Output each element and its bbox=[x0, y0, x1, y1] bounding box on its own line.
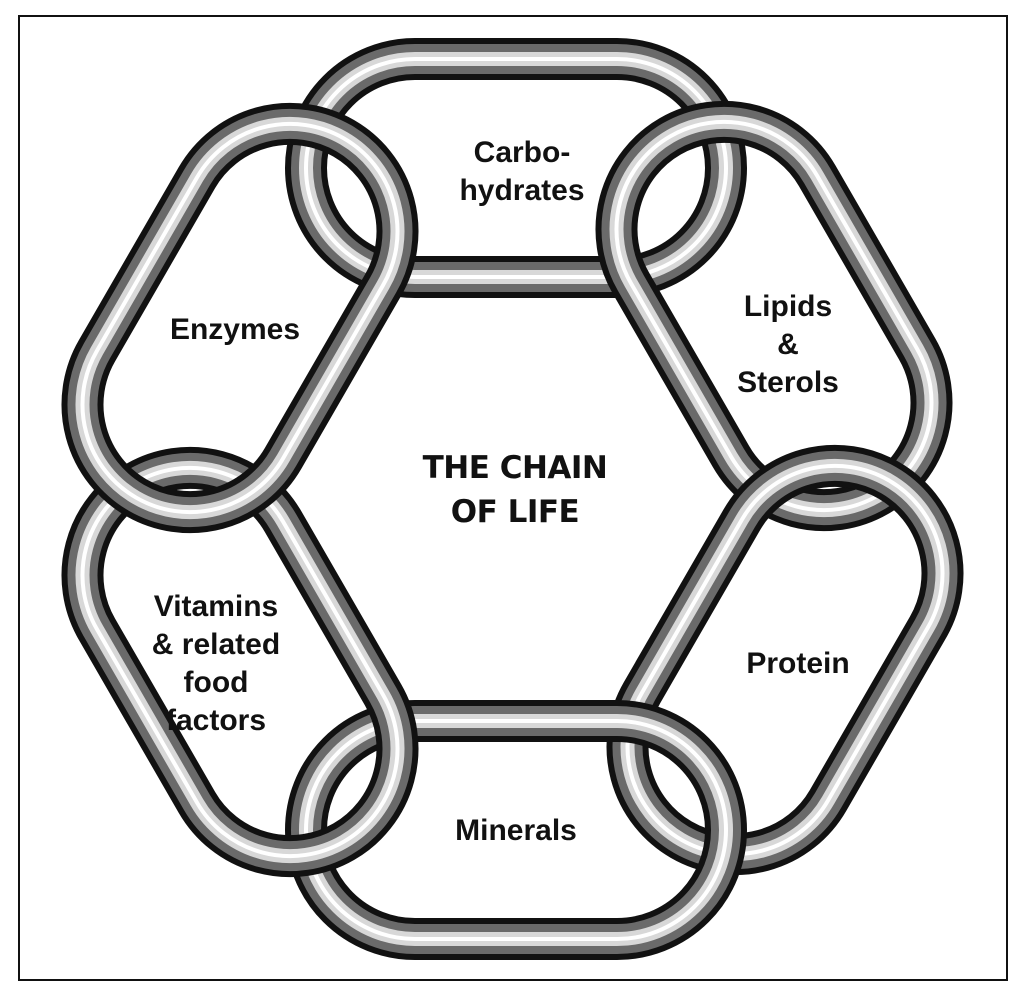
chain-link-protein bbox=[606, 444, 964, 876]
chain-link-enzymes bbox=[61, 102, 419, 534]
chain-link-stroke bbox=[304, 719, 728, 941]
title-line-2: OF LIFE bbox=[450, 494, 580, 530]
link-label-lipids-sterols: Lipids & Sterols bbox=[737, 290, 839, 399]
diagram-title: THE CHAIN OF LIFE bbox=[423, 446, 608, 534]
chain-link-stroke bbox=[304, 57, 728, 279]
link-label-vitamins: Vitamins & related food factors bbox=[151, 590, 281, 737]
title-line-1: THE CHAIN bbox=[422, 450, 608, 486]
link-label-protein: Protein bbox=[746, 647, 850, 680]
chain-link-carbohydrates bbox=[285, 38, 747, 298]
chain-link-stroke bbox=[625, 463, 945, 857]
chain-link-minerals bbox=[285, 700, 747, 960]
link-label-carbohydrates: Carbo- hydrates bbox=[459, 136, 585, 207]
figure-frame bbox=[18, 15, 1008, 981]
link-label-enzymes: Enzymes bbox=[169, 313, 301, 346]
link-label-minerals: Minerals bbox=[455, 814, 577, 847]
